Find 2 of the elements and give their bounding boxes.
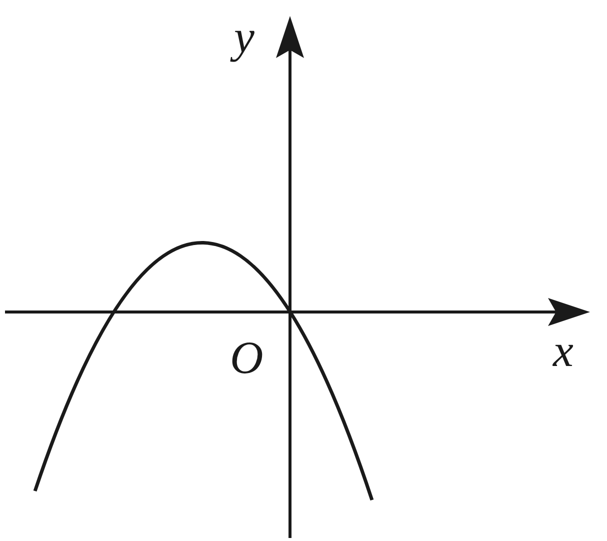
x-axis-label: x: [553, 328, 574, 374]
origin-label: O: [230, 335, 264, 381]
